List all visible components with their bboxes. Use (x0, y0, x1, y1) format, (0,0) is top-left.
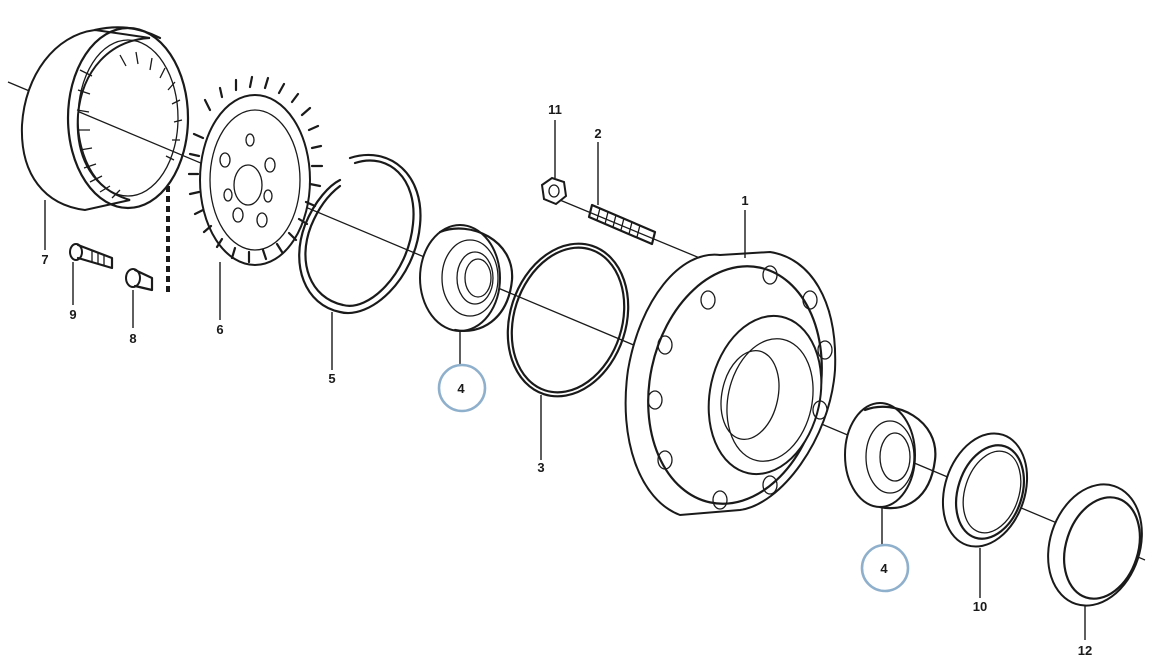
callout-10: 10 (973, 599, 987, 614)
bearing-part-4-right (844, 402, 937, 510)
callout-6: 6 (216, 322, 223, 337)
bolt-part-9 (69, 243, 114, 270)
callout-5: 5 (328, 371, 335, 386)
callout-8: 8 (129, 331, 136, 346)
highlight-circle-4-right (860, 543, 910, 593)
callout-11: 11 (548, 102, 562, 117)
callout-9: 9 (69, 307, 76, 322)
hub-part-1 (624, 250, 837, 517)
callout-12: 12 (1078, 643, 1092, 658)
callout-1: 1 (741, 193, 748, 208)
stud-part-2 (587, 203, 657, 246)
highlight-circle-4-left (437, 363, 487, 413)
o-ring-part-3 (506, 242, 630, 398)
callout-4-right: 4 (880, 561, 888, 576)
callout-2: 2 (594, 126, 601, 141)
callout-3: 3 (537, 460, 544, 475)
gear-part-6 (187, 75, 324, 266)
bearing-part-4-left (419, 224, 514, 332)
ring-gear-part-7 (20, 26, 190, 212)
leader-lines (44, 120, 1086, 640)
seal-part-10 (941, 432, 1029, 548)
snap-ring-part-5 (298, 153, 422, 315)
nut-part-11 (540, 176, 568, 206)
callout-7: 7 (41, 252, 48, 267)
bushing-part-8 (125, 268, 154, 292)
callout-4-left: 4 (457, 381, 465, 396)
seal-ring-part-12 (1047, 483, 1143, 607)
